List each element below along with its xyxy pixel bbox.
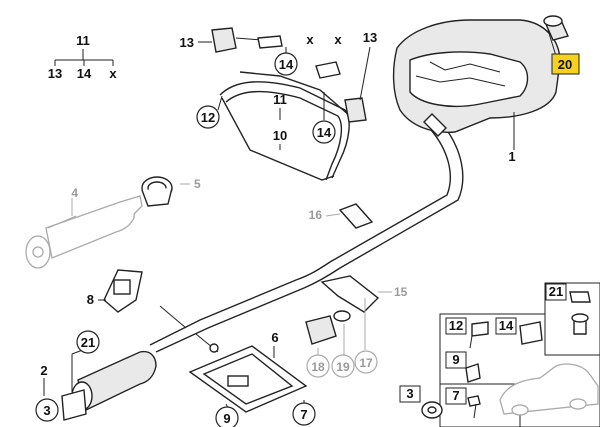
nut-part-14: 14: [495, 317, 543, 345]
rear-silencer-part-1: [392, 19, 561, 137]
screw-part-12: 12: [445, 317, 489, 349]
bolt-part-21: 21: [545, 283, 591, 335]
callout-16: 16: [309, 208, 323, 222]
circled-callouts: 14 14 12 21 3 9 7 18 19 17: [35, 52, 378, 427]
small-bracket-upper: [257, 35, 341, 79]
bolt-part-9: 9: [445, 351, 481, 383]
callout-13-left: 13: [180, 35, 194, 50]
legend-top-label: 11: [76, 33, 90, 48]
legend-label-x: x: [109, 66, 117, 81]
callout-5: 5: [194, 177, 201, 191]
inset-label-9: 9: [452, 352, 459, 367]
bracket-part-15: [320, 275, 380, 313]
inset-label-14: 14: [499, 318, 514, 333]
callout-3: 3: [43, 403, 50, 418]
callout-11: 11: [273, 92, 287, 107]
callout-2: 2: [40, 363, 47, 378]
callout-13-right: 13: [363, 30, 377, 45]
callout-14-top: 14: [279, 57, 294, 72]
end-cap-part-20: [543, 15, 569, 41]
fastener-inset: 21 12 14 9 3: [399, 282, 600, 427]
rubber-buffer-part-18: [305, 315, 337, 345]
inset-label-12: 12: [449, 318, 463, 333]
callout-20: 20: [558, 57, 572, 72]
callout-15: 15: [394, 285, 408, 299]
callout-x-right: x: [334, 32, 342, 47]
callout-10: 10: [273, 128, 287, 143]
callout-4: 4: [71, 186, 78, 200]
callout-labels: 1 2 13 13 x x 11 10 8 6 4 5 16 15: [40, 30, 515, 378]
callout-18: 18: [311, 360, 325, 374]
rubber-mount-right: [344, 97, 367, 123]
heat-shield-part-6: [188, 345, 308, 413]
callout-19: 19: [336, 360, 350, 374]
callout-x-left: x: [306, 32, 314, 47]
callout-17: 17: [359, 356, 373, 370]
inset-label-7: 7: [452, 388, 459, 403]
callout-8: 8: [87, 292, 94, 307]
nut-part-3: 3: [399, 385, 443, 419]
callout-20-highlight: 20: [551, 53, 580, 75]
legend-label-14: 14: [77, 66, 92, 81]
inset-label-3: 3: [406, 386, 413, 401]
flange-part-2: [61, 389, 87, 421]
hanger-bracket-part-10: [219, 71, 351, 181]
legend-label-13: 13: [48, 66, 62, 81]
inset-label-21: 21: [549, 284, 563, 299]
callout-9: 9: [223, 411, 230, 426]
bracket-part-8: [103, 269, 143, 313]
callout-21: 21: [81, 335, 95, 350]
callout-12: 12: [201, 110, 215, 125]
front-pipe-part-4: [25, 195, 143, 269]
callout-14-mid: 14: [317, 125, 332, 140]
leader-lines: [43, 29, 557, 413]
clamp-part-5: [141, 176, 173, 207]
legend-tree: 11 13 14 x: [48, 33, 118, 81]
callout-7: 7: [300, 407, 307, 422]
studs-middle: [159, 305, 219, 353]
exhaust-pipe: [149, 125, 464, 353]
washer-part-19: [333, 310, 351, 322]
car-silhouette: [499, 363, 599, 416]
callout-6: 6: [271, 330, 278, 345]
bracket-part-16: [338, 203, 374, 229]
bolt-part-7: 7: [445, 387, 481, 419]
callout-1: 1: [508, 149, 515, 164]
